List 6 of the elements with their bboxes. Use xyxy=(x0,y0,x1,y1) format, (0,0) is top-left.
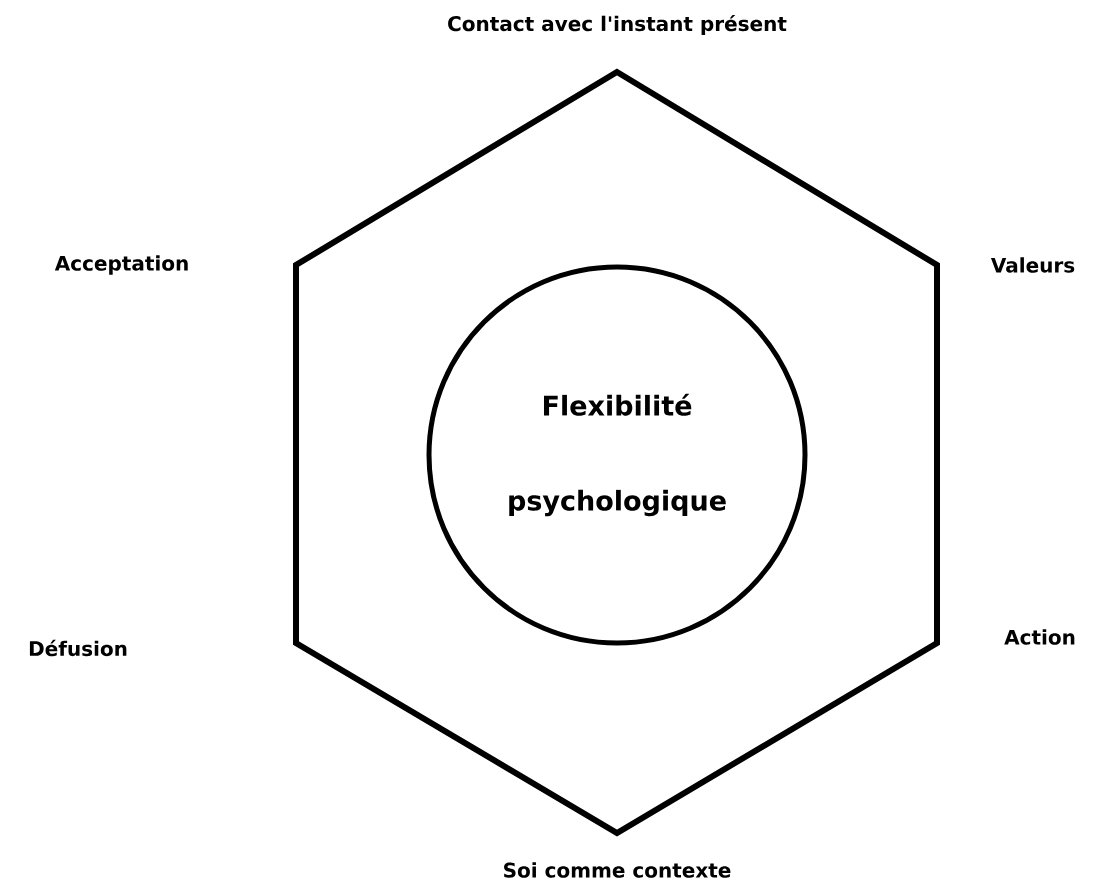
vertex-label: Acceptation xyxy=(54,255,188,275)
vertex-label: Soi comme contexte xyxy=(504,862,731,878)
vertex-label: Action xyxy=(1004,629,1075,645)
vertex-label: Valeurs xyxy=(990,257,1075,273)
vertex-label: Contact avec l'instant présent xyxy=(448,14,787,36)
vertex-label: Défusion xyxy=(29,639,127,657)
